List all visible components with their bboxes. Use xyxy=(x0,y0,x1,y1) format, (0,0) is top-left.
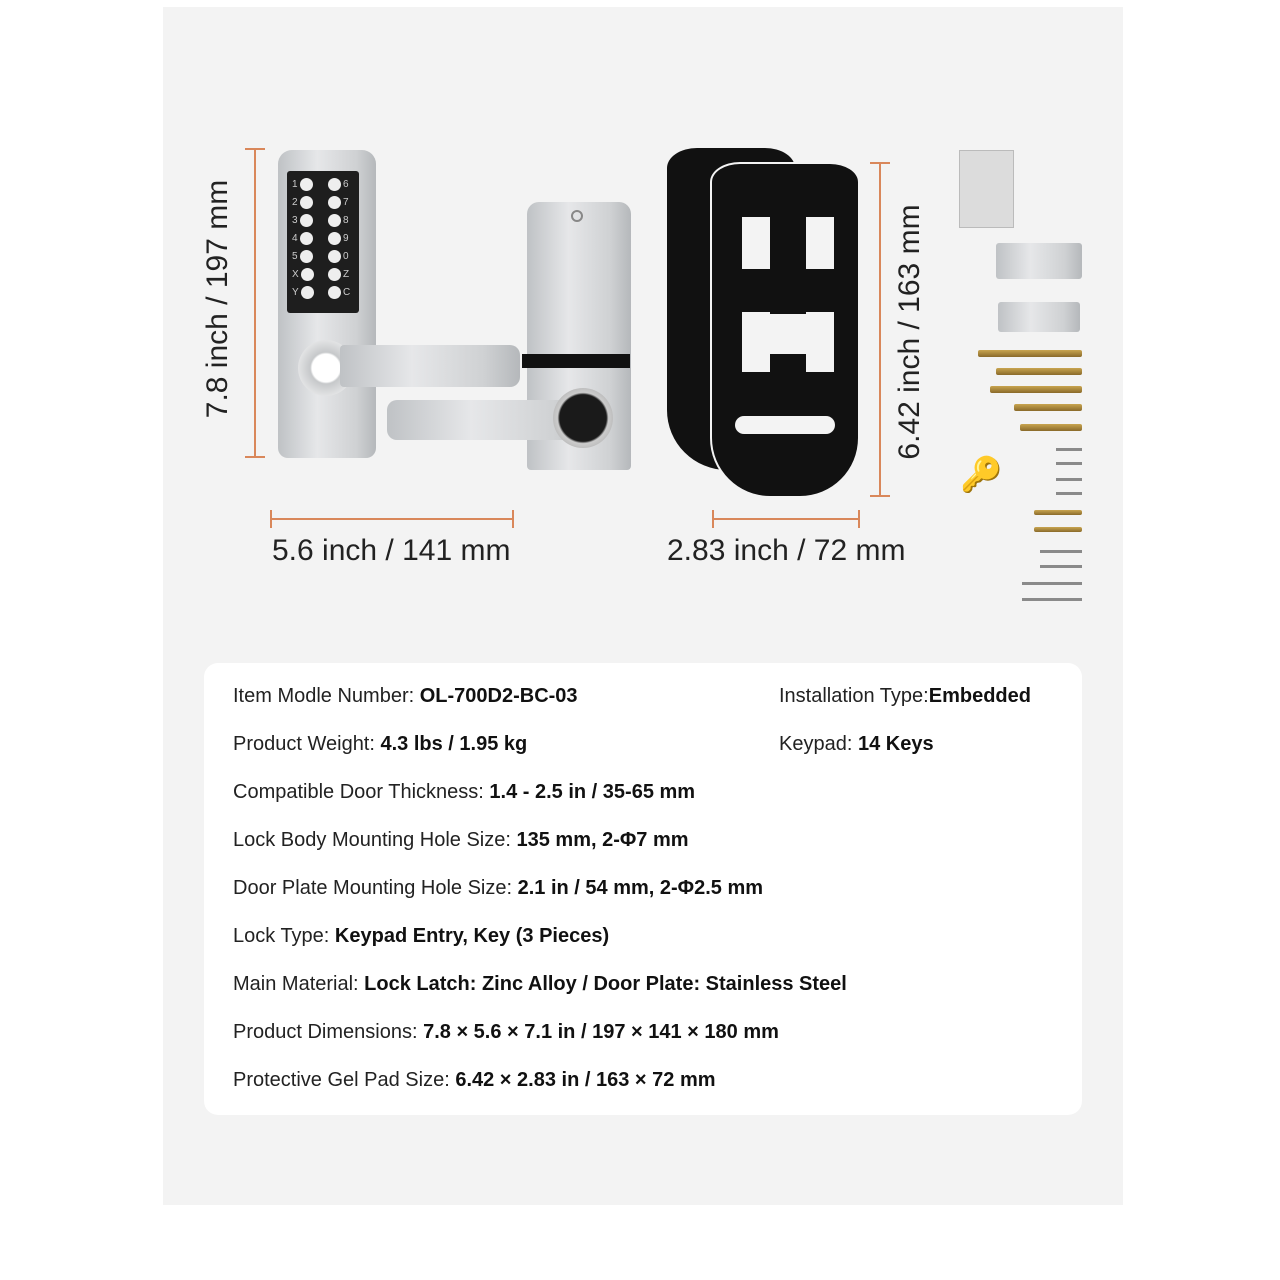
strike-plate xyxy=(996,243,1082,279)
dimension-cap xyxy=(870,495,890,497)
keypad-key: C xyxy=(328,285,350,299)
pad-width-dimension-line xyxy=(712,518,860,520)
screw xyxy=(1040,550,1082,553)
mounting-hole xyxy=(571,210,583,222)
spec-door-thickness: Compatible Door Thickness: 1.4 - 2.5 in … xyxy=(233,781,696,803)
dimension-cap xyxy=(870,162,890,164)
dimension-cap xyxy=(270,510,272,528)
spec-door-plate-hole: Door Plate Mounting Hole Size: 2.1 in / … xyxy=(233,877,764,899)
spec-dimensions: Product Dimensions: 7.8 × 5.6 × 7.1 in /… xyxy=(233,1021,779,1043)
template-sheet xyxy=(959,150,1014,228)
spec-lock-type: Lock Type: Keypad Entry, Key (3 Pieces) xyxy=(233,925,610,947)
keypad-key: X xyxy=(292,267,314,281)
keypad-key: Z xyxy=(328,267,350,281)
dimension-cap xyxy=(858,510,860,528)
screw xyxy=(1022,582,1082,585)
dimension-cap xyxy=(512,510,514,528)
spec-model-number: Item Modle Number: OL-700D2-BC-03 xyxy=(233,685,578,707)
spec-weight: Product Weight: 4.3 lbs / 1.95 kg xyxy=(233,733,528,755)
spindle-pin xyxy=(1014,404,1082,411)
bolt xyxy=(1034,527,1082,532)
spindle-pin xyxy=(990,386,1082,393)
keypad-key: 6 xyxy=(328,177,350,191)
spec-material: Main Material: Lock Latch: Zinc Alloy / … xyxy=(233,973,847,995)
thumb-turn xyxy=(553,388,613,448)
pad-cutout xyxy=(770,314,806,354)
spec-gel-pad-size: Protective Gel Pad Size: 6.42 × 2.83 in … xyxy=(233,1069,716,1091)
screw xyxy=(1056,462,1082,465)
screw xyxy=(1056,492,1082,495)
keypad-right-column: 6 7 8 9 0 Z C xyxy=(328,177,350,299)
height-dimension-line xyxy=(254,149,256,457)
keypad-key: Y xyxy=(292,285,314,299)
width-dimension-line xyxy=(270,518,514,520)
screw xyxy=(1056,478,1082,481)
screw xyxy=(1022,598,1082,601)
screw xyxy=(1040,565,1082,568)
keypad: 1 2 3 4 5 X Y 6 7 8 9 0 Z C xyxy=(287,171,359,313)
dimension-cap xyxy=(245,456,265,458)
keypad-key: 2 xyxy=(292,195,314,209)
pad-cutout xyxy=(806,312,834,372)
pad-cutout xyxy=(742,217,770,269)
keypad-key: 5 xyxy=(292,249,314,263)
latch-plate xyxy=(998,302,1080,332)
spec-lock-body-hole: Lock Body Mounting Hole Size: 135 mm, 2-… xyxy=(233,829,689,851)
keypad-key: 8 xyxy=(328,213,350,227)
keypad-key: 4 xyxy=(292,231,314,245)
lock-height-label: 7.8 inch / 197 mm xyxy=(201,179,234,419)
keypad-key: 7 xyxy=(328,195,350,209)
keypad-key: 0 xyxy=(328,249,350,263)
keypad-key: 3 xyxy=(292,213,314,227)
spindle-pin xyxy=(1020,424,1082,431)
spindle-pin xyxy=(978,350,1082,357)
bolt xyxy=(1034,510,1082,515)
dimension-cap xyxy=(245,148,265,150)
spec-keypad: Keypad: 14 Keys xyxy=(779,733,934,755)
pad-cutout xyxy=(742,312,770,372)
keys-icon: 🔑 xyxy=(960,456,1003,494)
pad-width-label: 2.83 inch / 72 mm xyxy=(667,534,906,567)
spec-card xyxy=(204,663,1082,1115)
keypad-left-column: 1 2 3 4 5 X Y xyxy=(292,177,314,299)
black-stripe xyxy=(522,354,630,368)
spindle-pin xyxy=(996,368,1082,375)
keypad-key: 9 xyxy=(328,231,350,245)
pad-height-dimension-line xyxy=(879,163,881,496)
spec-installation-type: Installation Type:Embedded xyxy=(779,685,1031,707)
pad-cutout xyxy=(806,217,834,269)
pad-height-label: 6.42 inch / 163 mm xyxy=(893,204,926,460)
screw xyxy=(1056,448,1082,451)
lock-width-label: 5.6 inch / 141 mm xyxy=(272,534,511,567)
dimension-cap xyxy=(712,510,714,528)
pad-keyhole xyxy=(735,416,835,434)
keypad-key: 1 xyxy=(292,177,314,191)
outer-lever-handle xyxy=(340,345,520,387)
